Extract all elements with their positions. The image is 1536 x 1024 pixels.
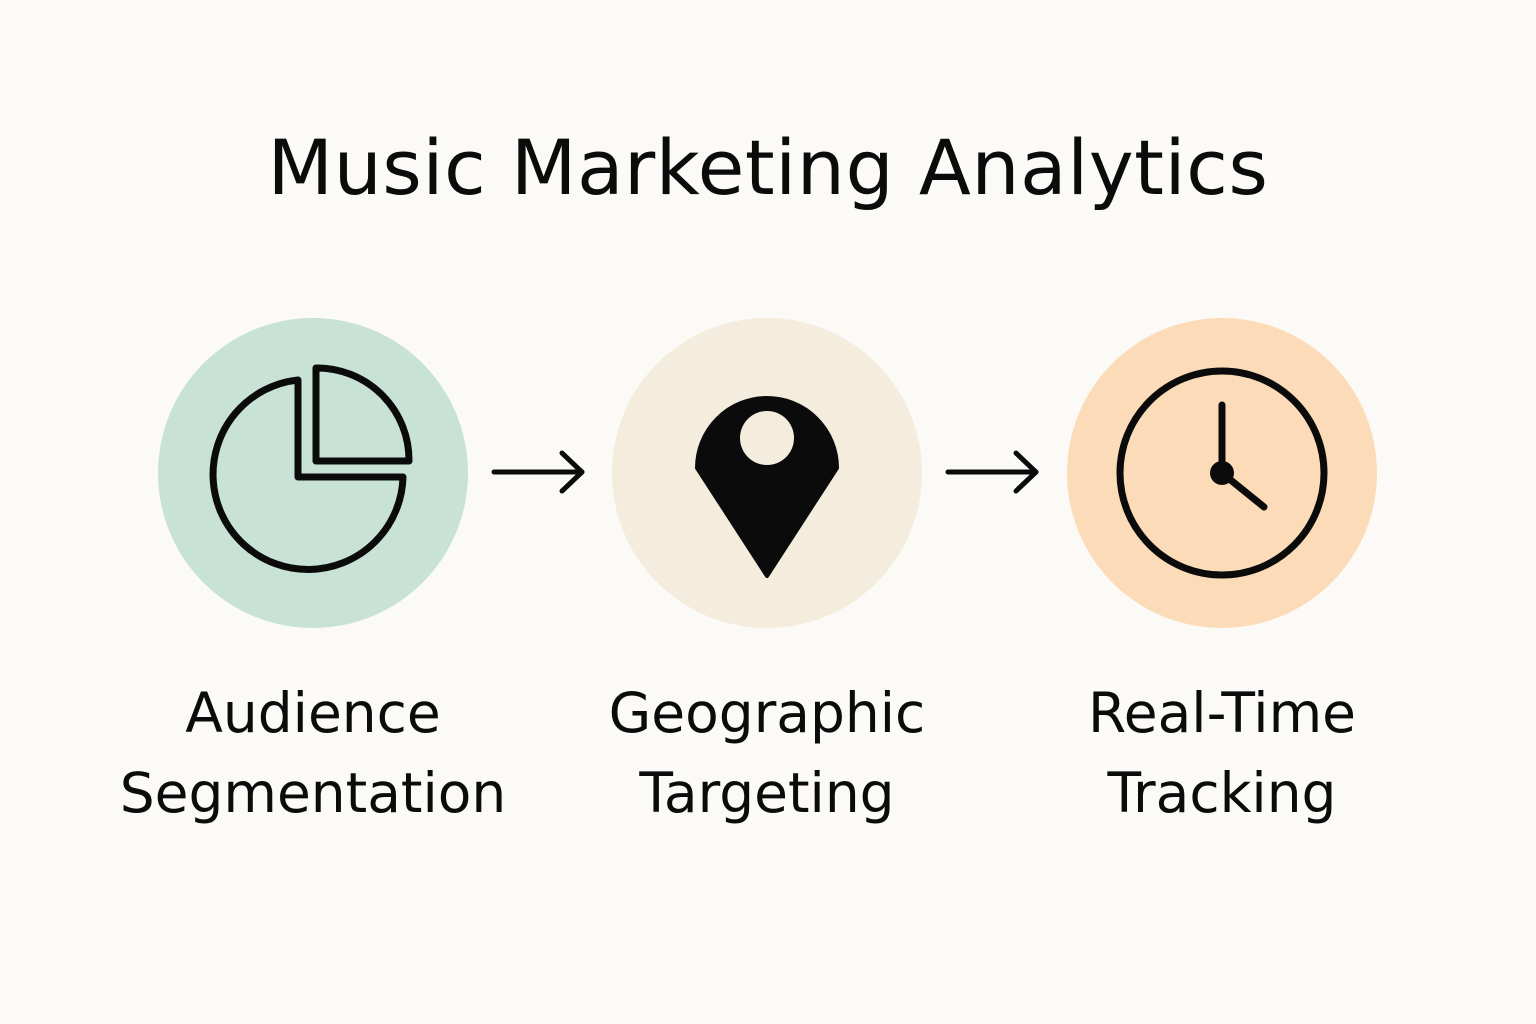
location-pin-icon	[695, 396, 839, 578]
diagram-title: Music Marketing Analytics	[267, 123, 1269, 212]
step-label-line2: Targeting	[639, 761, 895, 825]
step-label: Real-Time Tracking	[1012, 673, 1432, 833]
pie-chart-icon	[209, 364, 413, 573]
step-geographic-targeting: Geographic Targeting	[557, 0, 977, 1024]
step-label-line1: Real-Time	[1088, 681, 1356, 745]
clock-icon	[1116, 367, 1328, 579]
step-audience-segmentation: Audience Segmentation	[103, 0, 523, 1024]
step-label-line2: Segmentation	[119, 761, 507, 825]
step-label-line1: Audience	[185, 681, 441, 745]
step-label: Geographic Targeting	[557, 673, 977, 833]
arrow-right-icon	[491, 450, 585, 494]
step-label-line1: Geographic	[608, 681, 926, 745]
step-real-time-tracking: Real-Time Tracking	[1012, 0, 1432, 1024]
step-label-line2: Tracking	[1107, 761, 1337, 825]
step-label: Audience Segmentation	[103, 673, 523, 833]
arrow-right-icon	[945, 450, 1039, 494]
